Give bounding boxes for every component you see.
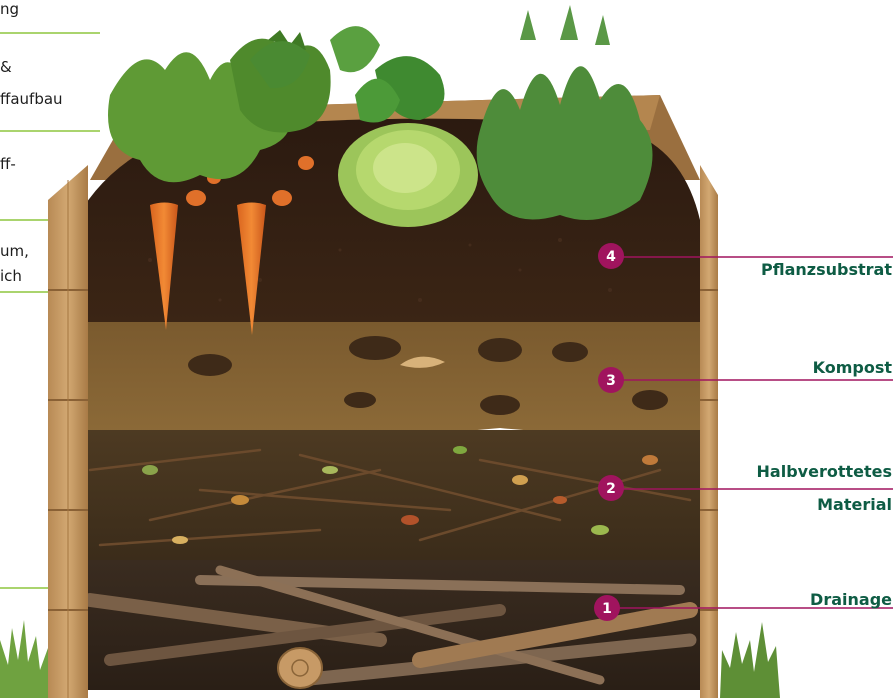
svg-text:4: 4 <box>606 249 616 265</box>
left-text-4b: ich <box>0 267 22 285</box>
layer-badge-2: 2 <box>598 475 624 501</box>
label-pflanzsubstrat: Pflanzsubstrat <box>761 258 892 282</box>
svg-text:2: 2 <box>606 481 616 497</box>
label-halbverottetes-line2: Material <box>817 493 892 517</box>
label-drainage: Drainage <box>810 588 892 612</box>
layer-badge-4: 4 <box>598 243 624 269</box>
svg-text:3: 3 <box>606 373 616 389</box>
left-text-2a: & <box>0 58 12 76</box>
left-text-1: ng <box>0 0 19 18</box>
left-text-2b: ffaufbau <box>0 90 63 108</box>
herbs <box>477 5 653 220</box>
layer-badge-3: 3 <box>598 367 624 393</box>
lettuce <box>338 56 478 227</box>
label-halbverottetes-line1: Halbverottetes <box>757 460 892 484</box>
label-kompost: Kompost <box>813 356 892 380</box>
svg-text:1: 1 <box>602 601 612 617</box>
layer-badge-1: 1 <box>594 595 620 621</box>
left-text-4a: um, <box>0 242 29 260</box>
left-text-3: ff- <box>0 155 16 173</box>
layer-drainage <box>70 560 700 690</box>
